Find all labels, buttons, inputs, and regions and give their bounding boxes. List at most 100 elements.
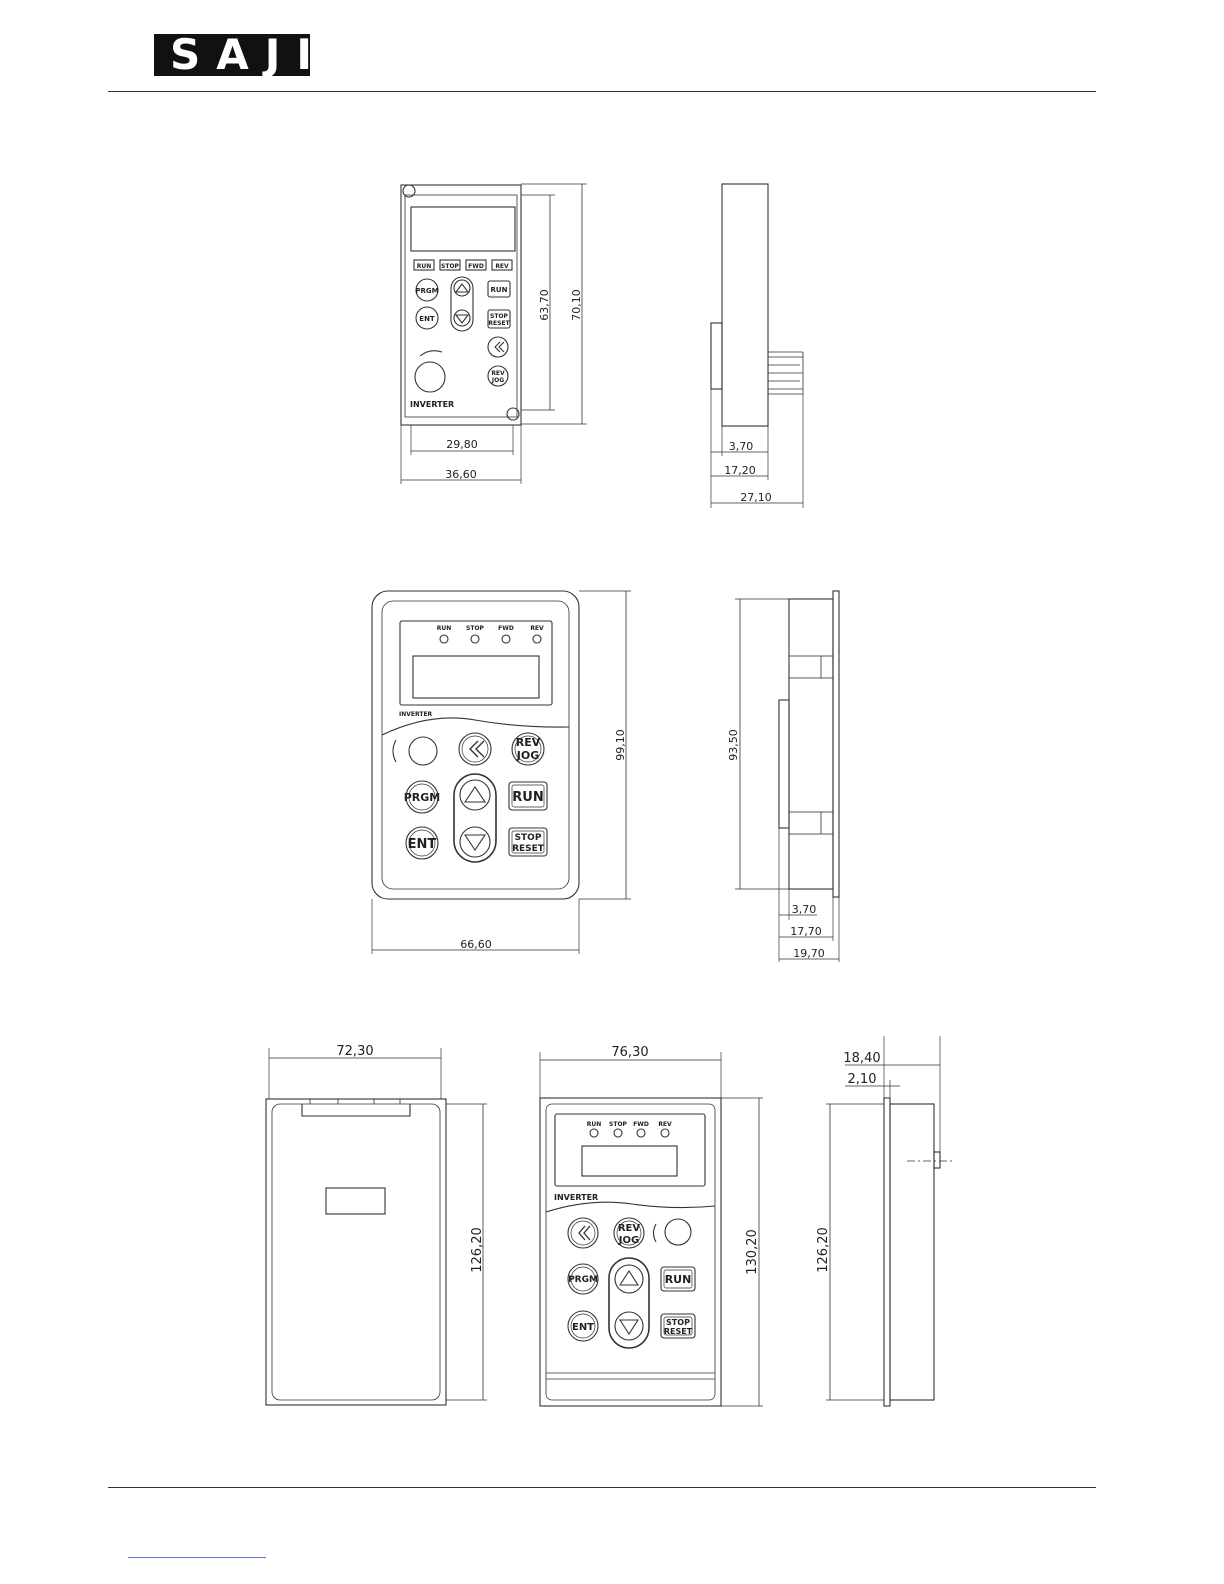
medium-up-key (460, 780, 490, 810)
medium-potentiometer-knob (409, 737, 437, 765)
large-cover-outline (266, 1099, 446, 1405)
large-run-label: RUN (665, 1273, 692, 1286)
large-led-run (590, 1129, 598, 1137)
medium-stop-label: STOP (515, 833, 542, 843)
large-display (582, 1146, 677, 1176)
medium-side-body (789, 599, 833, 889)
large-cover-front: 72,30 126,20 (266, 1044, 487, 1405)
medium-panel-curve (382, 718, 569, 735)
large-ent-label: ENT (572, 1322, 594, 1333)
dim-mid-side-b: 17,70 (790, 925, 822, 938)
large-led-run-label: RUN (587, 1121, 602, 1128)
large-shift-key (568, 1218, 598, 1248)
dim-mid-side-c: 19,70 (793, 947, 825, 960)
small-keypad-front: RUN STOP FWD REV PRGM ENT RUN STOP RESET… (401, 184, 587, 484)
medium-led-stop (471, 635, 479, 643)
down-arrow-icon (620, 1320, 638, 1334)
dim-mid-side-a: 3,70 (792, 903, 817, 916)
large-led-fwd-label: FWD (633, 1121, 649, 1128)
medium-display (413, 656, 539, 698)
medium-keypad-side: 93,50 3,70 17,70 19,70 (727, 591, 839, 962)
medium-prgm-label: PRGM (404, 791, 441, 804)
dim-large-side-top: 18,40 (843, 1051, 880, 1066)
medium-side-bezel (779, 700, 789, 828)
small-side-body (722, 184, 768, 426)
small-side-bezel (711, 323, 722, 389)
small-reset-label: RESET (488, 320, 510, 327)
up-arrow-icon (465, 787, 485, 802)
small-led-stop-label: STOP (441, 263, 460, 270)
small-shift-key (488, 337, 508, 357)
small-led-fwd-label: FWD (468, 263, 484, 270)
dim-large-front-height: 130,20 (745, 1229, 760, 1275)
large-up-key (615, 1265, 643, 1293)
small-outline (401, 185, 521, 425)
large-rev-label: REV (618, 1223, 641, 1234)
dim-mid-width: 66,60 (460, 938, 492, 951)
medium-outline (372, 591, 579, 899)
large-side-body (890, 1104, 934, 1400)
small-inverter-label: INVERTER (410, 400, 454, 409)
up-arrow-icon (620, 1271, 638, 1285)
large-inner-outline (546, 1104, 715, 1400)
medium-reset-label: RESET (512, 844, 545, 854)
dim-large-side-top2: 2,10 (848, 1072, 877, 1087)
dim-small-height-outer: 70,10 (570, 289, 583, 321)
medium-down-key (460, 827, 490, 857)
dim-mid-side-height: 93,50 (727, 729, 740, 761)
dim-small-width-outer: 36,60 (445, 468, 477, 481)
dim-small-side-a: 3,70 (729, 440, 754, 453)
double-chevron-left-icon (495, 342, 504, 352)
small-rev-label: REV (491, 370, 505, 377)
medium-led-fwd-label: FWD (498, 625, 514, 632)
large-led-rev-label: REV (658, 1121, 672, 1128)
dim-large-side-height: 126,20 (816, 1227, 831, 1273)
small-up-key (454, 280, 470, 296)
small-run-label: RUN (491, 286, 508, 294)
small-potentiometer-knob (415, 362, 445, 392)
medium-led-fwd (502, 635, 510, 643)
medium-led-run (440, 635, 448, 643)
medium-display-frame (400, 621, 552, 705)
large-led-stop-label: STOP (609, 1121, 628, 1128)
small-ent-label: ENT (419, 315, 435, 323)
medium-led-stop-label: STOP (466, 625, 485, 632)
medium-led-rev-label: REV (530, 625, 544, 632)
dim-mid-height: 99,10 (614, 729, 627, 761)
medium-shift-key (459, 733, 491, 765)
large-outline (540, 1098, 721, 1406)
potentiometer-arc-icon (654, 1224, 657, 1242)
medium-rev-label: REV (516, 736, 541, 749)
medium-ent-label: ENT (408, 837, 437, 852)
large-potentiometer-knob (665, 1219, 691, 1245)
up-arrow-icon (456, 284, 468, 292)
large-reset-label: RESET (664, 1327, 693, 1336)
small-jog-label: JOG (491, 377, 504, 384)
large-cover-inner (272, 1104, 440, 1400)
large-led-stop (614, 1129, 622, 1137)
small-led-rev-label: REV (495, 263, 509, 270)
large-jog-label: JOG (618, 1235, 639, 1246)
small-led-run-label: RUN (417, 263, 432, 270)
down-arrow-icon (465, 835, 485, 850)
double-chevron-left-icon (470, 741, 484, 757)
large-side-connector (934, 1152, 940, 1168)
large-side-flange (884, 1098, 890, 1406)
large-keypad-front: RUN STOP FWD REV INVERTER REV JOG PRGM E… (540, 1045, 763, 1406)
dim-small-height-inner: 63,70 (538, 289, 551, 321)
dim-small-side-c: 27,10 (740, 491, 772, 504)
large-stop-label: STOP (666, 1318, 690, 1327)
large-panel-curve (546, 1202, 715, 1212)
large-cover-window (326, 1188, 385, 1214)
large-cover-latch (302, 1104, 410, 1116)
large-display-frame (555, 1114, 705, 1186)
small-prgm-label: PRGM (415, 287, 438, 295)
potentiometer-arc-icon (393, 740, 396, 762)
dim-large-front-width: 76,30 (611, 1045, 648, 1060)
medium-keypad-front: RUN STOP FWD REV INVERTER REV JOG PRGM E… (372, 591, 631, 954)
large-keypad-side: 126,20 18,40 2,10 (816, 1036, 953, 1406)
medium-inverter-label: INVERTER (399, 711, 433, 718)
dim-large-cover-width: 72,30 (336, 1044, 373, 1059)
medium-led-run-label: RUN (437, 625, 452, 632)
